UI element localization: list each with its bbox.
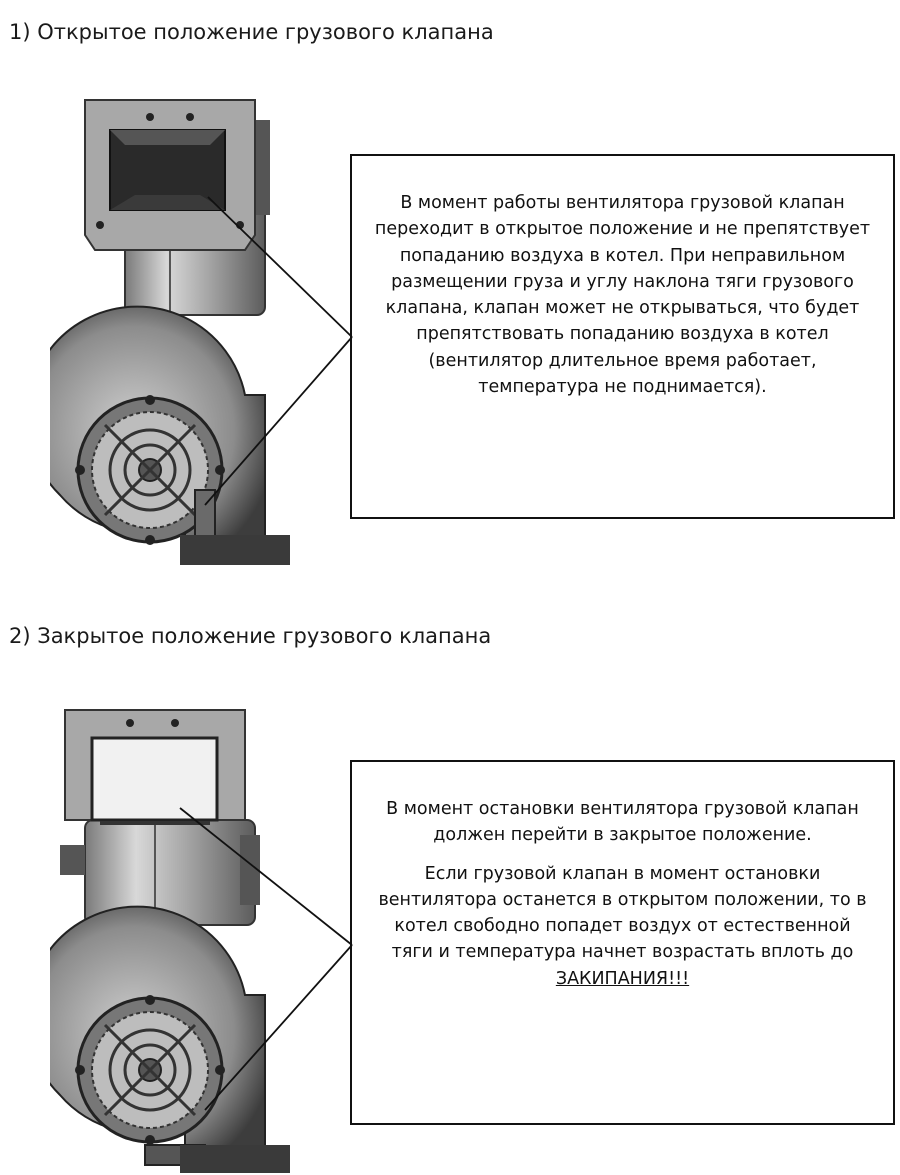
callout-open-valve-text: В момент работы вентилятора грузовой кла… <box>374 193 871 397</box>
warning-text: Если грузовой клапан в момент остановки … <box>378 863 867 963</box>
section-title-closed-valve: 2) Закрытое положение грузового клапана <box>9 624 492 648</box>
fan-open-valve-photo <box>50 99 290 565</box>
fan-closed-valve-photo <box>50 709 290 1173</box>
section-title-open-valve: 1) Открытое положение грузового клапана <box>9 20 494 44</box>
callout-open-valve: В момент работы вентилятора грузовой кла… <box>350 154 895 519</box>
warning-emphasis: ЗАКИПАНИЯ!!! <box>555 968 690 989</box>
callout-closed-valve-warning: Если грузовой клапан в момент остановки … <box>374 861 871 992</box>
callout-closed-valve-text: В момент остановки вентилятора грузовой … <box>386 799 859 846</box>
callout-closed-valve: В момент остановки вентилятора грузовой … <box>350 760 895 1125</box>
